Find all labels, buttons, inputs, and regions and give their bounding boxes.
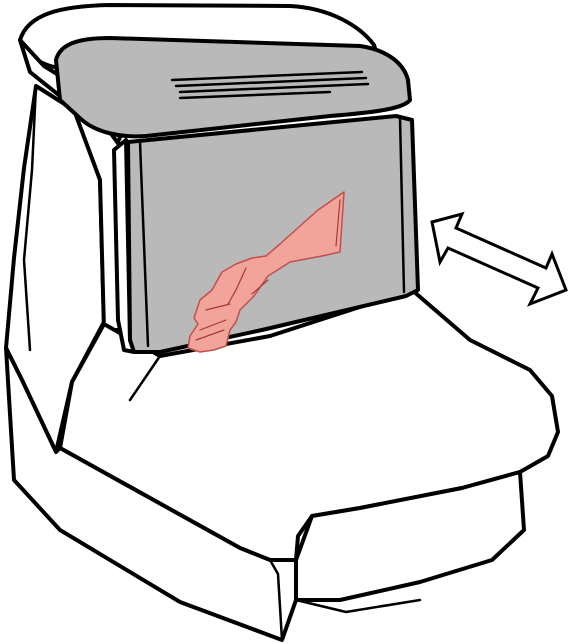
double-headed-arrow-icon bbox=[432, 214, 566, 304]
